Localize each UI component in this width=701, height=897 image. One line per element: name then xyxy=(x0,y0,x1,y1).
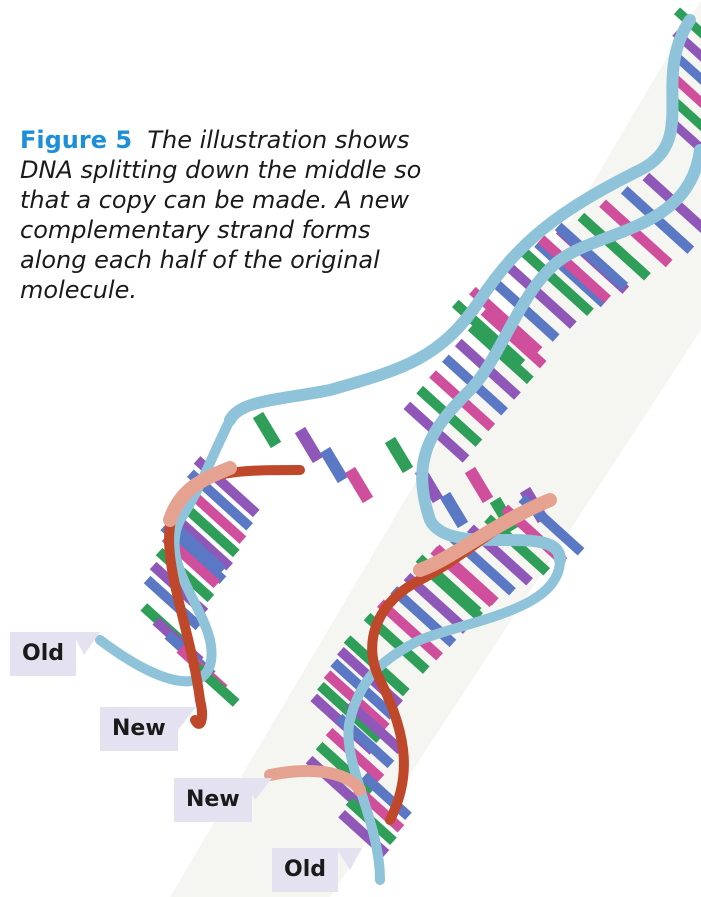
free-nucleotide xyxy=(390,440,408,470)
label-new-bottom: New xyxy=(174,778,252,822)
label-old-top: Old xyxy=(10,632,76,676)
free-nucleotide xyxy=(325,450,343,480)
pointer-old-top xyxy=(72,632,100,655)
figure-label: Figure 5 xyxy=(20,126,132,154)
free-nucleotide xyxy=(258,415,276,445)
label-new-top: New xyxy=(100,707,178,751)
free-nucleotide xyxy=(300,430,318,460)
figure-caption: Figure 5 The illustration shows DNA spli… xyxy=(20,125,430,305)
free-nucleotide xyxy=(350,470,368,500)
label-old-bottom: Old xyxy=(272,848,338,892)
